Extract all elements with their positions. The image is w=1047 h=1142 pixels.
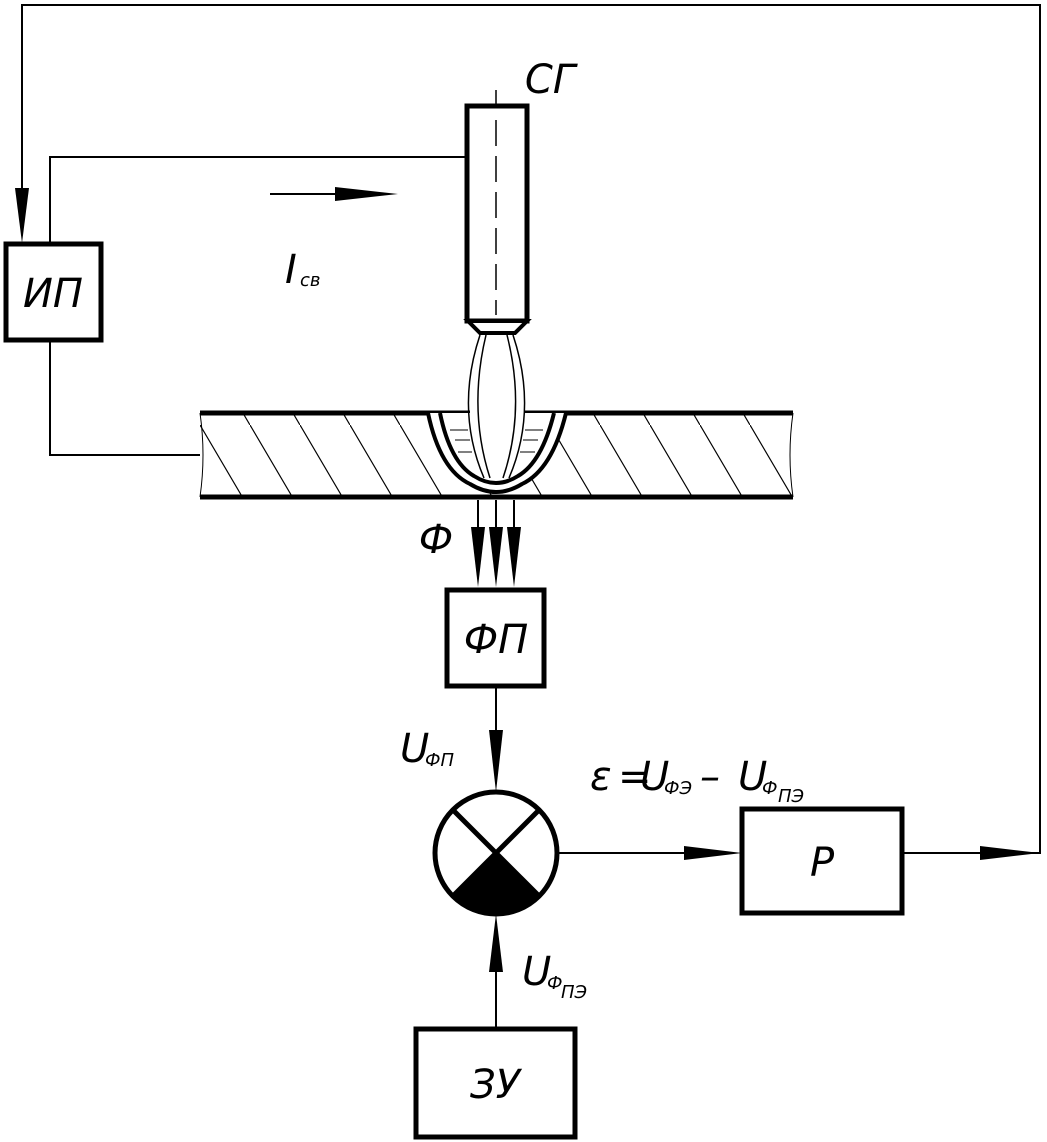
setpoint-arrow: [489, 914, 503, 972]
svg-text:Ф: Ф: [547, 973, 563, 994]
svg-text:U: U: [640, 754, 669, 800]
regulator-box: [739, 806, 905, 916]
flux-arrows: [471, 500, 521, 587]
svg-text:ФП: ФП: [425, 750, 454, 771]
svg-text:U: U: [738, 754, 767, 800]
sensor-voltage-label: U ФП: [400, 726, 454, 772]
weld-pool: [426, 412, 568, 494]
flux-label: Ф: [419, 517, 453, 563]
workpiece: [199, 410, 794, 500]
svg-text:U: U: [400, 726, 429, 772]
torch-wire: [49, 156, 468, 243]
power-source-box: [3, 241, 104, 343]
sensor-arrow: [489, 730, 503, 792]
error-formula: ε = U ФЭ – U Ф ПЭ: [590, 754, 805, 807]
power-source-label: ИП: [23, 271, 83, 317]
svg-text:U: U: [522, 949, 551, 995]
torch-label: СГ: [525, 57, 578, 103]
photo-sensor-box: [444, 587, 547, 689]
setpoint-voltage-label: U Ф ПЭ: [522, 949, 588, 1003]
svg-text:ПЭ: ПЭ: [778, 786, 805, 807]
current-arrow: [270, 187, 398, 201]
svg-text:=: =: [618, 754, 652, 800]
error-arrow: [684, 846, 742, 860]
setpoint-device-box: [413, 1026, 578, 1140]
workpiece-wire: [49, 340, 200, 456]
comparator-element: [432, 789, 560, 917]
svg-text:ПЭ: ПЭ: [561, 982, 588, 1003]
welding-torch: [463, 90, 532, 335]
svg-text:ε: ε: [590, 754, 612, 800]
regulator-label: Р: [810, 840, 835, 886]
feedback-arrow-out-r: [980, 846, 1040, 860]
svg-text:св: св: [300, 270, 321, 291]
svg-text:–: –: [700, 754, 720, 800]
setpoint-device-label: ЗУ: [470, 1062, 523, 1108]
feedback-arrow-to-ip: [15, 188, 29, 243]
svg-text:ФЭ: ФЭ: [664, 778, 692, 799]
welding-arc: [467, 334, 526, 479]
photo-sensor-label: ФП: [464, 617, 529, 663]
current-label: I св: [285, 247, 321, 293]
svg-text:I: I: [285, 247, 297, 293]
svg-text:Ф: Ф: [762, 778, 778, 799]
